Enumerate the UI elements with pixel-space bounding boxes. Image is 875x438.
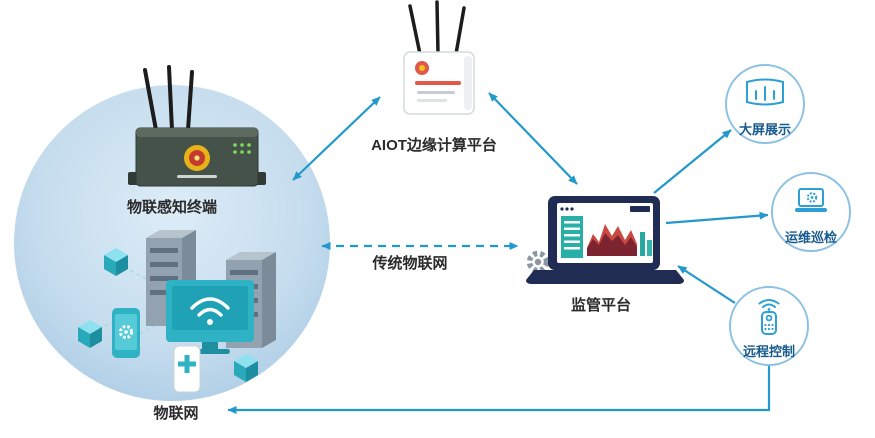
gear-icon [526,250,550,274]
terminal-label: 物联感知终端 [127,198,217,216]
arrow-platform-ops [665,211,769,225]
aiot-label: AIOT边缘计算平台 [371,136,497,154]
iot-label: 物联网 [153,404,198,422]
bubble-ops: 运维巡检 [771,172,851,252]
terminal-antennas-icon [143,65,194,132]
arrow-remote-iot [227,366,771,414]
ops-label: 运维巡检 [785,230,837,245]
bubble-bigscreen: 大屏展示 [725,64,805,144]
arrow-terminal-aiot [292,96,381,181]
wifi-monitor-icon [166,280,254,354]
terminal-led-lights [233,143,251,154]
remote-label: 远程控制 [743,344,795,359]
arrow-platform-bigscreen [653,129,732,194]
supervision-laptop [526,196,684,284]
bubble-remote: 远程控制 [729,286,809,366]
remote-control-icon [758,299,780,335]
arrow-aiot-platform [488,92,578,185]
smartphone-gear-icon [112,308,140,358]
aiot-gateway-device [403,0,475,115]
iot-terminal-device [128,65,266,187]
iot-node-cube-icon [78,320,102,348]
bigscreen-label: 大屏展示 [739,122,791,137]
laptop-gear-icon [795,188,827,212]
arrow-remote-platform [677,265,736,304]
traditional-iot-link-label: 传统物联网 [371,254,447,272]
iot-node-cube-icon [234,354,258,382]
iot-devices-cluster [78,230,276,393]
iot-node-cube-icon [104,248,128,276]
platform-label: 监管平台 [571,296,631,314]
white-phone-icon [173,345,201,393]
dashboard-chart [561,216,652,258]
gateway-antennas-icon [408,0,466,56]
arrows-layer [227,92,771,414]
panorama-display-icon [746,78,784,106]
